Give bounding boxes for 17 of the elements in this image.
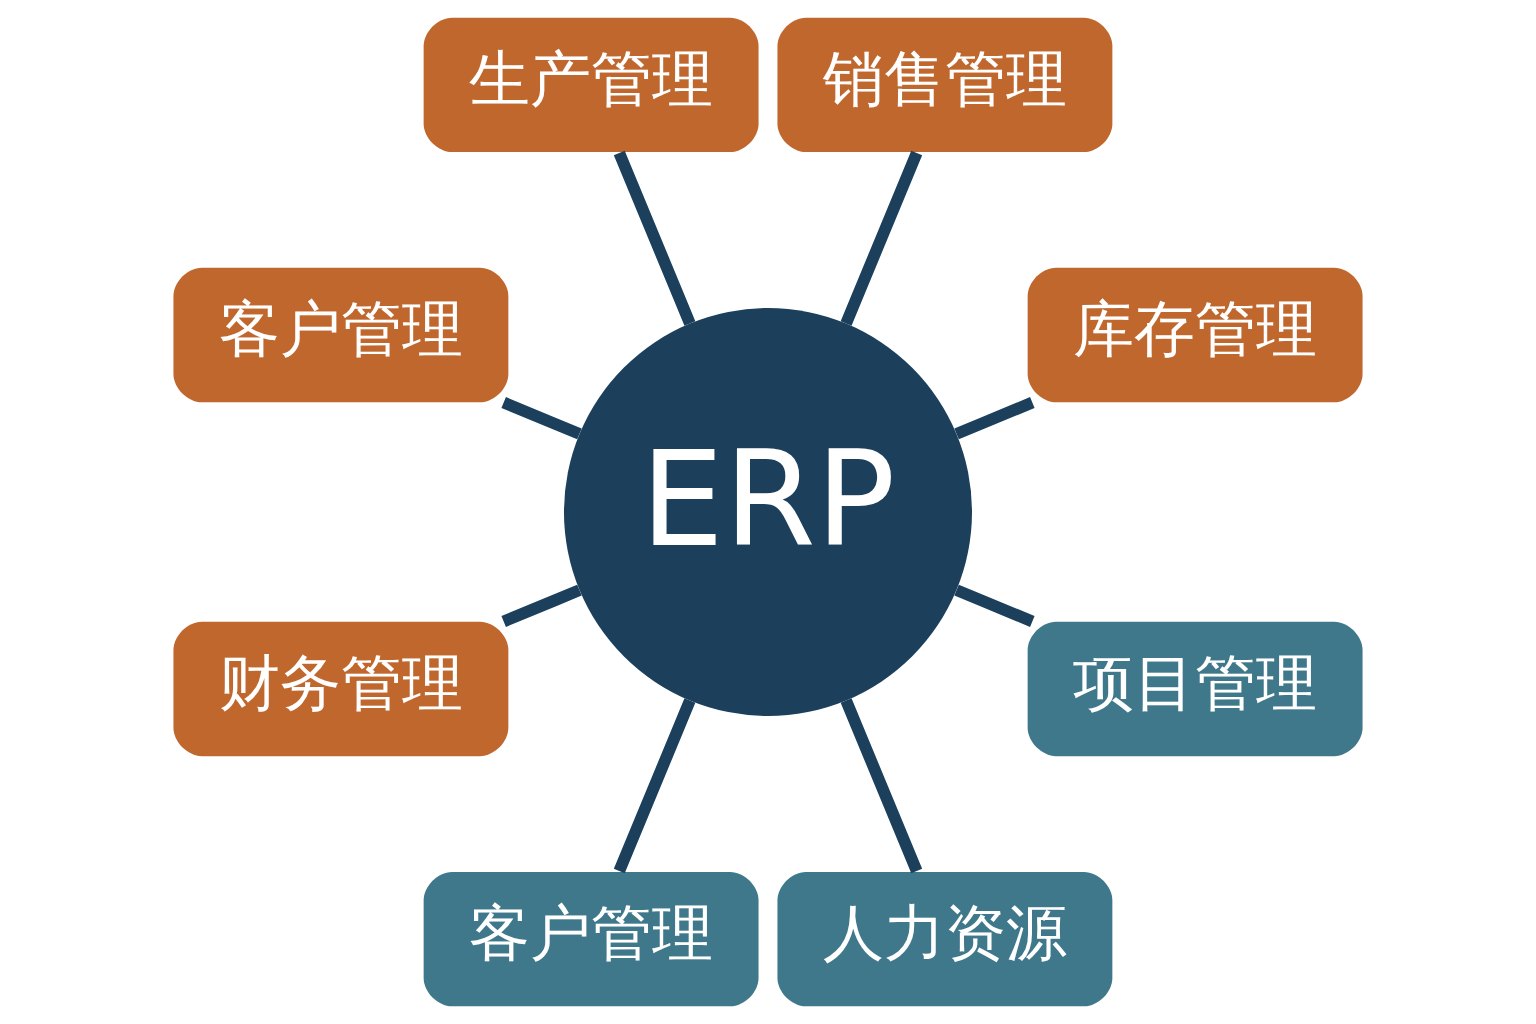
node-circle: ERP [563, 308, 972, 717]
connector [954, 397, 1035, 440]
node-box: 库存管理 [1027, 267, 1363, 403]
connector [613, 698, 696, 874]
node-box: 财务管理 [173, 621, 509, 757]
node-box: 客户管理 [423, 871, 759, 1007]
node-box: 客户管理 [173, 267, 509, 403]
node-box: 销售管理 [777, 17, 1113, 153]
connector [501, 584, 582, 627]
connector [613, 150, 696, 326]
connector [501, 397, 582, 440]
node-box: 人力资源 [777, 871, 1113, 1007]
connector [840, 150, 923, 326]
node-box: 项目管理 [1027, 621, 1363, 757]
connector [840, 698, 923, 874]
node-box: 生产管理 [423, 17, 759, 153]
connector [954, 584, 1035, 627]
